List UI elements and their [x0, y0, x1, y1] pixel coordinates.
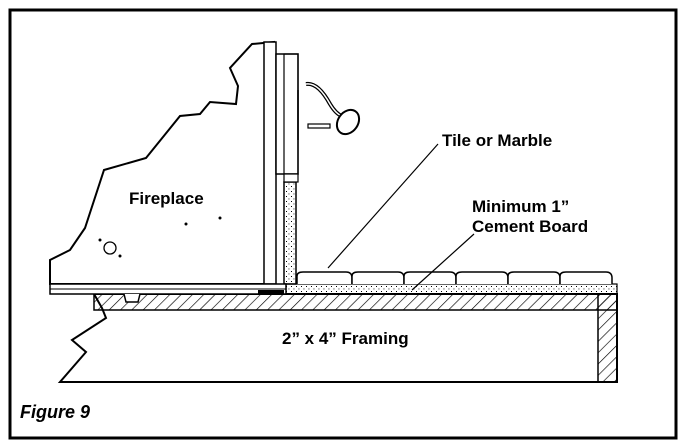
- cement-board-leader-line: [411, 233, 475, 291]
- label-cement-board-thickness: Minimum 1”: [472, 197, 569, 216]
- tile: [296, 271, 353, 284]
- framing-top-joist: [93, 293, 618, 311]
- fireplace-front-panel: [263, 41, 277, 285]
- fireplace-unit: [49, 40, 287, 303]
- label-framing: 2” x 4” Framing: [282, 329, 409, 348]
- fireplace-knob: [103, 241, 117, 255]
- fireplace-trim: [275, 53, 361, 183]
- framing-end-joist: [597, 293, 618, 383]
- figure-border: [8, 8, 678, 440]
- cement-board: [285, 283, 618, 295]
- framing: [57, 293, 618, 383]
- surround-cement-board: [283, 181, 297, 285]
- fireplace-screw: [184, 222, 188, 226]
- handle-knob: [335, 108, 361, 136]
- tile-leader-line: [327, 143, 439, 269]
- tile: [351, 271, 405, 284]
- fireplace-screw: [218, 216, 222, 220]
- fireplace-foot: [123, 293, 141, 303]
- label-cement-board: Cement Board: [472, 217, 588, 236]
- tile: [455, 271, 509, 284]
- fireplace-screw: [98, 238, 102, 242]
- figure-caption: Figure 9: [20, 402, 90, 422]
- tile: [559, 271, 613, 284]
- fireplace-screw: [118, 254, 122, 258]
- tile: [507, 271, 561, 284]
- label-fireplace: Fireplace: [129, 189, 204, 208]
- fireplace-shim: [258, 290, 284, 295]
- handle-arm: [305, 81, 343, 118]
- tile-row: [296, 271, 613, 284]
- label-tile-or-marble: Tile or Marble: [442, 131, 552, 150]
